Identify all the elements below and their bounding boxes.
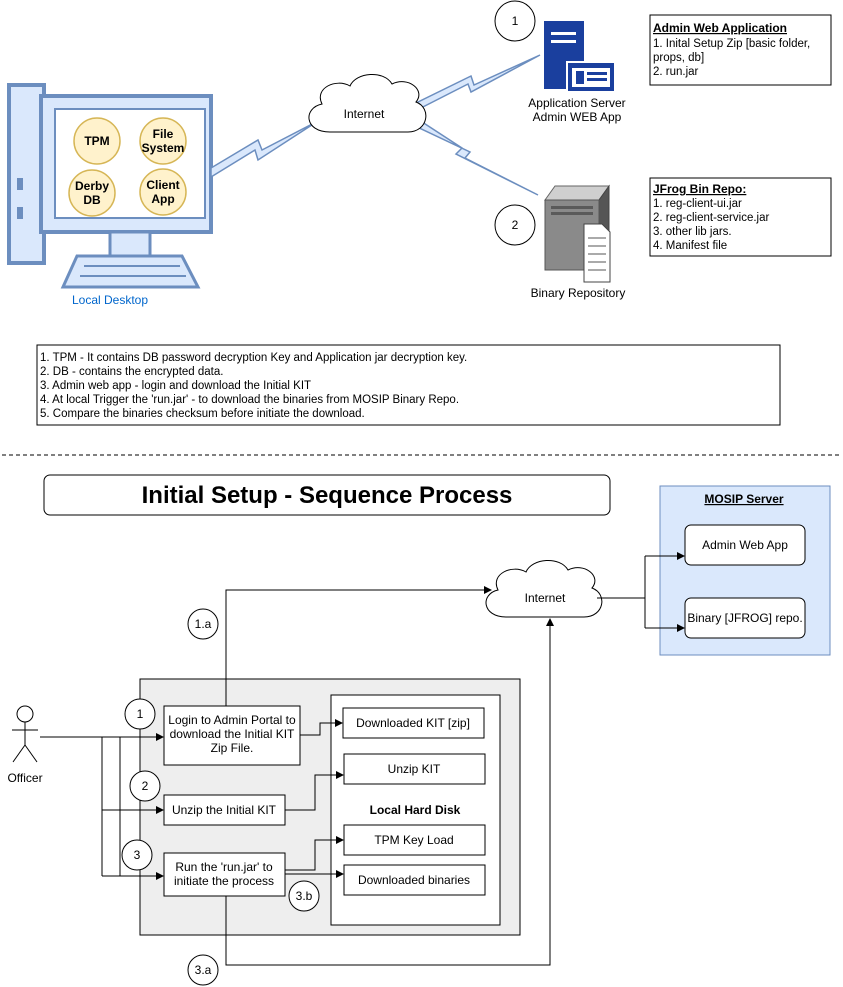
file-system-label-2: System	[142, 141, 185, 155]
officer-connectors	[40, 733, 164, 880]
app-server-label-1: Application Server	[528, 96, 625, 110]
derby-db-circle: Derby DB	[68, 169, 116, 217]
step-3b-badge: 3.b	[288, 880, 320, 912]
login-step-line-3: Zip File.	[211, 741, 254, 755]
admin-note-line-3: 2. run.jar	[653, 66, 699, 78]
unzip-kit-label: Unzip KIT	[388, 762, 441, 776]
tpm-label: TPM	[84, 134, 109, 148]
run-step-box: Run the 'run.jar' to initiate the proces…	[163, 852, 286, 897]
login-step-line-1: Login to Admin Portal to	[168, 713, 296, 727]
local-hard-disk-title: Local Hard Disk	[370, 803, 461, 817]
note-line-5: 5. Compare the binaries checksum before …	[40, 408, 365, 420]
jfrog-note-line-2: 2. reg-client-service.jar	[653, 212, 769, 224]
tpm-circle: TPM	[73, 117, 121, 165]
internet-label-bottom: Internet	[525, 591, 566, 605]
officer-label: Officer	[7, 771, 42, 785]
mosip-server-group: MOSIP Server Admin Web App Binary [JFROG…	[659, 485, 831, 656]
downloaded-binaries-label: Downloaded binaries	[358, 873, 470, 887]
mosip-server-title: MOSIP Server	[704, 492, 783, 506]
app-server-label-2: Admin WEB App	[533, 110, 622, 124]
unzip-step-box: Unzip the Initial KIT	[163, 794, 286, 826]
lightning-link-internet-server	[414, 54, 541, 113]
jfrog-note-title: JFrog Bin Repo:	[653, 182, 746, 196]
step-1-badge-top: 1	[494, 0, 536, 42]
unzip-kit-box: Unzip KIT	[343, 753, 486, 785]
file-system-label-1: File	[153, 127, 174, 141]
binary-jfrog-repo-label: Binary [JFROG] repo.	[687, 611, 802, 625]
officer-actor-icon	[12, 705, 38, 763]
internet-to-mosip-connector	[597, 552, 685, 632]
step-1-number: 1	[512, 14, 519, 28]
unzip-step-label: Unzip the Initial KIT	[172, 803, 277, 817]
internet-label-top: Internet	[344, 107, 385, 121]
note-line-4: 4. At local Trigger the 'run.jar' - to d…	[40, 394, 459, 406]
internet-connectors	[225, 586, 554, 966]
note-line-3: 3. Admin web app - login and download th…	[40, 380, 311, 392]
application-server-icon	[544, 21, 616, 93]
admin-web-app-label: Admin Web App	[702, 538, 788, 552]
step-1-label: 1	[137, 707, 144, 721]
step-to-disk-connectors	[285, 719, 344, 878]
db-label: DB	[83, 193, 101, 207]
jfrog-note-line-3: 3. other lib jars.	[653, 226, 732, 238]
tpm-key-load-box: TPM Key Load	[343, 824, 486, 856]
step-3a-label: 3.a	[195, 963, 212, 977]
step-1-badge: 1	[124, 698, 156, 730]
client-label: Client	[146, 178, 179, 192]
admin-web-app-box	[684, 524, 806, 566]
downloaded-kit-label: Downloaded KIT [zip]	[356, 716, 470, 730]
internet-cloud-bottom: Internet	[485, 560, 603, 618]
note-line-1: 1. TPM - It contains DB password decrypt…	[40, 352, 467, 364]
derby-label: Derby	[75, 179, 109, 193]
jfrog-note-line-4: 4. Manifest file	[653, 240, 727, 252]
local-desktop-label: Local Desktop	[72, 293, 148, 307]
tpm-key-load-label: TPM Key Load	[374, 833, 453, 847]
binary-jfrog-repo-box	[684, 597, 806, 639]
admin-web-app-note: Admin Web Application 1. Inital Setup Zi…	[649, 14, 832, 86]
run-step-line-1: Run the 'run.jar' to	[175, 860, 273, 874]
binary-repository-icon	[544, 184, 611, 283]
admin-note-title: Admin Web Application	[653, 21, 787, 35]
step-2-label: 2	[142, 779, 149, 793]
sequence-title: Initial Setup - Sequence Process	[142, 482, 513, 509]
step-1a-label: 1.a	[195, 617, 212, 631]
lightning-link-desktop-internet	[210, 120, 319, 179]
jfrog-note-line-1: 1. reg-client-ui.jar	[653, 198, 742, 210]
step-3-badge: 3	[121, 839, 153, 871]
sequence-title-box: Initial Setup - Sequence Process	[43, 474, 611, 516]
run-step-line-2: initiate the process	[174, 874, 274, 888]
binary-repo-label: Binary Repository	[531, 286, 626, 300]
login-step-box: Login to Admin Portal to download the In…	[163, 705, 301, 766]
step-3-label: 3	[134, 848, 141, 862]
login-step-line-2: download the Initial KIT	[170, 727, 295, 741]
internet-cloud-top: Internet	[308, 74, 427, 133]
lightning-link-internet-repo	[414, 116, 539, 196]
file-system-circle: File System	[139, 117, 187, 165]
notes-box: 1. TPM - It contains DB password decrypt…	[36, 344, 781, 426]
step-3a-badge: 3.a	[187, 954, 219, 986]
downloaded-kit-box: Downloaded KIT [zip]	[342, 707, 485, 739]
downloaded-binaries-box: Downloaded binaries	[343, 864, 486, 896]
step-2-badge: 2	[129, 770, 161, 802]
note-line-2: 2. DB - contains the encrypted data.	[40, 366, 223, 378]
step-1a-badge: 1.a	[187, 608, 219, 640]
step-3b-label: 3.b	[296, 889, 313, 903]
step-2-badge-top: 2	[494, 204, 536, 246]
jfrog-note: JFrog Bin Repo: 1. reg-client-ui.jar 2. …	[649, 177, 832, 257]
client-app-circle: Client App	[139, 168, 187, 216]
admin-note-line-1: 1. Inital Setup Zip [basic folder,	[653, 38, 810, 50]
admin-note-line-2: props, db]	[653, 52, 704, 64]
app-label: App	[151, 192, 174, 206]
step-2-number: 2	[512, 218, 519, 232]
